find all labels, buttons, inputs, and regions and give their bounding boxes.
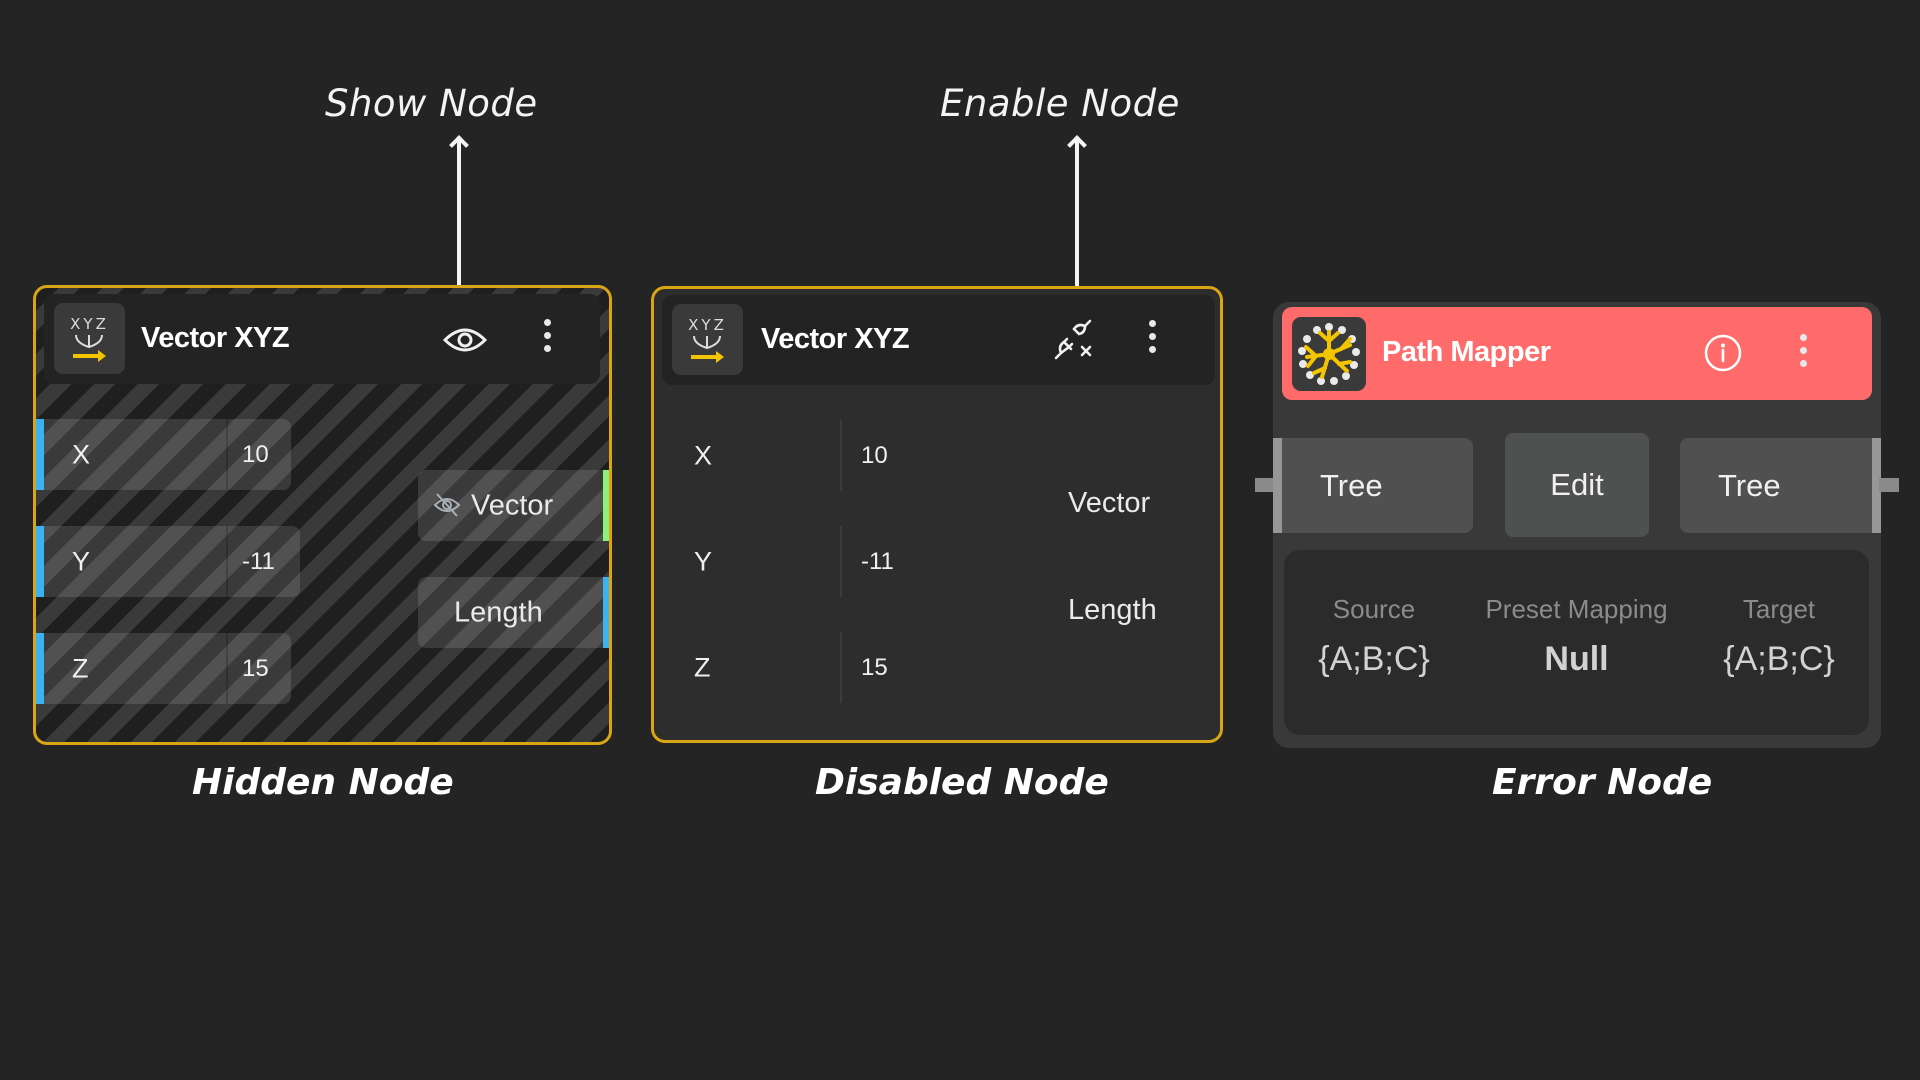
- svg-text:XYZ: XYZ: [688, 316, 727, 334]
- enable-node-arrow-head: [1067, 135, 1087, 155]
- input-label: X: [694, 440, 713, 470]
- xyz-vector-icon: XYZ: [54, 303, 125, 374]
- node-title: Vector XYZ: [141, 322, 290, 354]
- kebab-menu-icon[interactable]: [544, 319, 552, 358]
- row-divider: [840, 526, 842, 597]
- mapping-preset[interactable]: Preset Mapping Null: [1474, 550, 1679, 735]
- input-row-y[interactable]: Y -11: [36, 526, 300, 597]
- row-divider: [840, 420, 842, 491]
- output-row-vector[interactable]: Vector: [418, 470, 609, 541]
- hidden-node-caption: Hidden Node: [192, 762, 454, 803]
- mapping-source: Source {A;B;C}: [1304, 550, 1444, 735]
- eye-icon[interactable]: [442, 324, 488, 356]
- xyz-vector-icon: XYZ: [672, 304, 743, 375]
- path-mapper-tree-icon: [1292, 317, 1366, 391]
- input-connector[interactable]: [1273, 438, 1282, 533]
- kebab-menu-icon[interactable]: [1800, 334, 1808, 373]
- mapping-target: Target {A;B;C}: [1709, 550, 1849, 735]
- disabled-node-caption: Disabled Node: [815, 762, 1109, 803]
- input-connector[interactable]: [36, 419, 44, 490]
- input-value[interactable]: 15: [861, 653, 888, 681]
- node-header-error[interactable]: Path Mapper: [1282, 307, 1872, 400]
- mapping-label: Preset Mapping: [1485, 594, 1668, 624]
- mapping-panel: Source {A;B;C} Preset Mapping Null Targe…: [1284, 550, 1869, 735]
- output-label: Length: [454, 596, 543, 628]
- row-divider: [226, 419, 228, 490]
- edit-button-label: Edit: [1550, 467, 1604, 502]
- node-title: Path Mapper: [1382, 336, 1551, 368]
- error-node[interactable]: Path Mapper Tree Edit Tree Source {A;B;C…: [1255, 302, 1899, 748]
- output-row-length[interactable]: Length: [418, 577, 609, 648]
- input-connector[interactable]: [36, 526, 44, 597]
- unplug-icon[interactable]: [1052, 317, 1098, 363]
- input-value[interactable]: 10: [242, 440, 269, 468]
- row-divider: [840, 632, 842, 703]
- output-port-tree[interactable]: Tree: [1680, 438, 1881, 533]
- error-node-caption: Error Node: [1492, 762, 1713, 803]
- input-port-label: Tree: [1320, 467, 1383, 503]
- input-value[interactable]: 15: [242, 654, 269, 682]
- row-divider: [226, 633, 228, 704]
- input-label: Z: [694, 652, 711, 682]
- output-connector[interactable]: [603, 577, 609, 648]
- input-row-z[interactable]: Z 15: [654, 632, 954, 703]
- node-header[interactable]: XYZ Vector XYZ: [662, 295, 1215, 385]
- edit-button[interactable]: Edit: [1505, 433, 1649, 537]
- input-value[interactable]: 10: [861, 441, 888, 469]
- enable-node-arrow: [1075, 140, 1079, 316]
- output-connector[interactable]: [1872, 438, 1881, 533]
- output-port-label: Tree: [1718, 467, 1781, 503]
- input-label: Y: [72, 546, 91, 576]
- info-icon[interactable]: [1703, 333, 1743, 373]
- show-node-arrow: [457, 140, 461, 316]
- input-connector[interactable]: [36, 633, 44, 704]
- input-value[interactable]: -11: [861, 547, 894, 575]
- show-node-annotation: Show Node: [325, 82, 538, 125]
- output-label: Vector: [471, 489, 554, 521]
- output-stub: [1879, 478, 1899, 492]
- output-label-length[interactable]: Length: [1068, 594, 1157, 626]
- eye-off-icon: [433, 492, 461, 518]
- input-label: X: [72, 439, 91, 469]
- kebab-menu-icon[interactable]: [1149, 320, 1157, 359]
- show-node-arrow-head: [449, 135, 469, 155]
- hidden-node[interactable]: XYZ Vector XYZ X 10 Y -11 Z 15: [33, 285, 612, 745]
- input-row-z[interactable]: Z 15: [36, 633, 291, 704]
- mapping-value: Null: [1544, 640, 1609, 678]
- input-row-x[interactable]: X 10: [36, 419, 291, 490]
- enable-node-annotation: Enable Node: [940, 82, 1180, 125]
- svg-text:XYZ: XYZ: [70, 315, 109, 333]
- row-divider: [226, 526, 228, 597]
- input-port-tree[interactable]: Tree: [1273, 438, 1473, 533]
- disabled-node[interactable]: XYZ Vector XYZ X: [651, 286, 1223, 743]
- input-label: Z: [72, 653, 89, 683]
- node-header[interactable]: XYZ Vector XYZ: [44, 294, 600, 384]
- input-label: Y: [694, 546, 713, 576]
- node-title: Vector XYZ: [761, 323, 910, 355]
- input-value[interactable]: -11: [242, 547, 275, 575]
- output-connector[interactable]: [603, 470, 609, 541]
- output-label-vector[interactable]: Vector: [1068, 487, 1151, 519]
- mapping-value: {A;B;C}: [1723, 640, 1835, 678]
- input-row-y[interactable]: Y -11: [654, 526, 954, 597]
- input-row-x[interactable]: X 10: [654, 420, 954, 491]
- input-stub: [1255, 478, 1275, 492]
- mapping-label: Target: [1742, 594, 1816, 624]
- mapping-label: Source: [1332, 594, 1416, 624]
- mapping-value: {A;B;C}: [1318, 640, 1430, 678]
